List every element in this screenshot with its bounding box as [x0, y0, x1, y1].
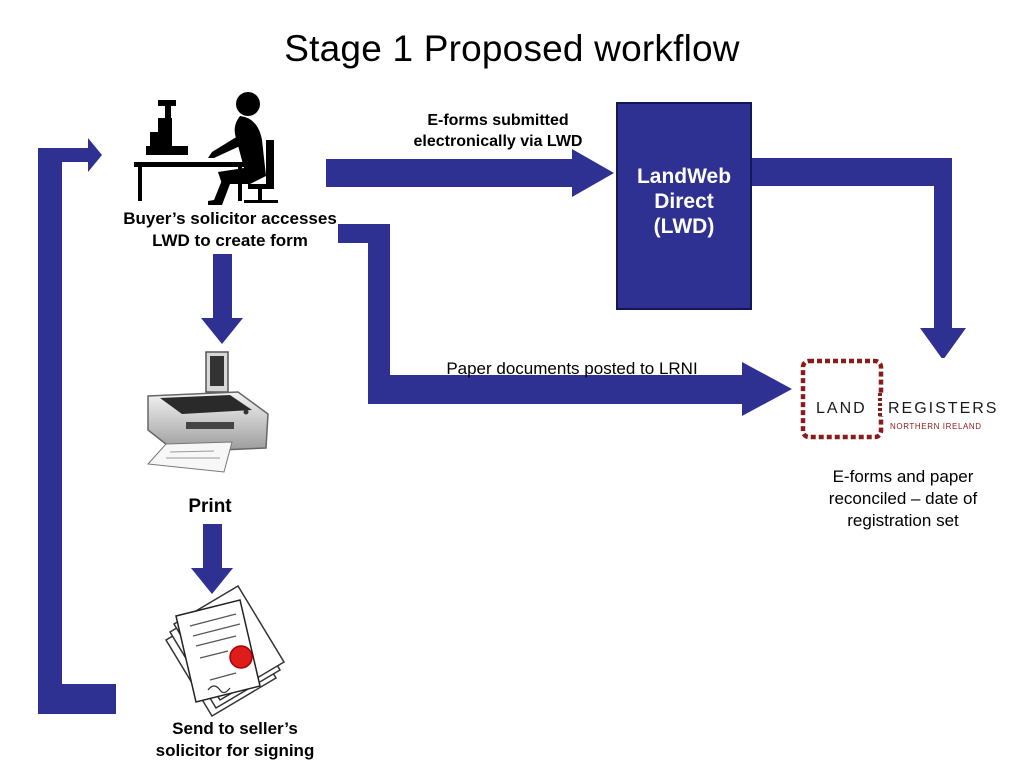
send-label-line1: Send to seller’s [172, 719, 298, 738]
loop-back-arrow [38, 138, 116, 714]
eforms-flow-label: E-forms submitted electronically via LWD [370, 110, 626, 152]
eforms-label-line2: electronically via LWD [413, 133, 583, 150]
paper-arrow [338, 224, 792, 416]
logo-subtitle: NORTHERN IRELAND [890, 422, 982, 431]
send-label-line2: solicitor for signing [155, 741, 315, 760]
lwd-line3: (LWD) [653, 215, 715, 238]
eforms-label-line1: E-forms submitted [427, 112, 569, 129]
lwd-box: LandWeb Direct (LWD) [616, 102, 752, 310]
land-registers-logo: LAND REGISTERS NORTHERN IRELAND [800, 358, 1006, 440]
buyer-label-line1: Buyer’s solicitor accesses [123, 209, 337, 228]
reconciled-label: E-forms and paper reconciled – date of r… [768, 466, 1024, 532]
reconciled-line3: registration set [847, 511, 959, 530]
slide-title: Stage 1 Proposed workflow [284, 28, 740, 69]
lwd-line2: Direct [654, 190, 714, 213]
down-arrow-send [191, 524, 233, 594]
print-step-label: Print [188, 496, 232, 517]
logo-word-land: LAND [816, 400, 867, 417]
lwd-to-lrni-arrow [752, 158, 966, 360]
send-step-label: Send to seller’s solicitor for signing [100, 718, 370, 762]
buyer-label-line2: LWD to create form [152, 231, 308, 250]
reconciled-line1: E-forms and paper [832, 467, 974, 486]
buyer-step-label: Buyer’s solicitor accesses LWD to create… [60, 208, 400, 252]
paper-flow-label: Paper documents posted to LRNI [446, 359, 698, 378]
reconciled-line2: reconciled – date of [828, 489, 978, 508]
lwd-line1: LandWeb [636, 165, 732, 188]
logo-word-registers: REGISTERS [888, 400, 999, 417]
eforms-arrow [326, 149, 614, 197]
down-arrow-print [201, 254, 243, 344]
